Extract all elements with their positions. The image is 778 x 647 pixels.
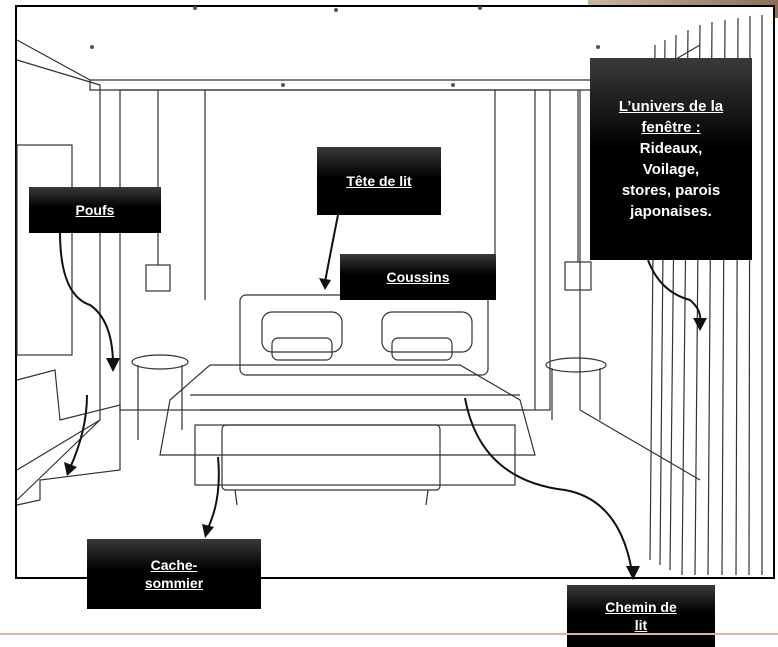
label-text: Coussins — [386, 269, 450, 285]
duvet — [159, 364, 536, 456]
label-text: Rideaux, — [639, 140, 703, 157]
arrow-chemin — [464, 397, 633, 573]
floor-left — [16, 419, 101, 501]
pillow-4 — [391, 337, 453, 361]
arrowhead-poufs-1 — [106, 358, 120, 372]
ceiling-lights — [90, 6, 600, 87]
nightstand-left-top — [131, 354, 189, 370]
pillow-3 — [271, 337, 333, 361]
headboard — [239, 294, 489, 376]
arrow-poufs-2 — [69, 394, 88, 469]
label-poufs: Poufs — [29, 187, 161, 233]
label-text: Tête de lit — [346, 173, 412, 189]
arrowhead-poufs-2 — [64, 462, 77, 476]
label-text: stores, parois — [621, 182, 721, 199]
label-text: L’univers de la — [618, 98, 724, 115]
arrowhead-chemin — [626, 566, 640, 580]
pendant-right — [564, 261, 592, 291]
label-tete-de-lit: Tête de lit — [317, 147, 441, 215]
label-cache-sommier: Cache- sommier — [87, 539, 261, 609]
arrowhead-fenetre — [693, 318, 707, 331]
arrow-fenetre — [647, 259, 702, 324]
bench — [221, 424, 441, 491]
bottom-divider — [0, 633, 778, 635]
ceiling-edge — [89, 80, 641, 91]
pillow-1 — [261, 311, 343, 353]
arrow-poufs-1 — [59, 231, 114, 363]
label-text: Cache- — [150, 557, 198, 573]
arrow-tete-de-lit — [324, 214, 339, 283]
label-chemin-de-lit: Chemin de lit — [567, 585, 715, 647]
bed-throw — [190, 394, 525, 411]
left-wall — [16, 59, 101, 471]
back-wall — [119, 89, 551, 411]
left-frame — [16, 144, 73, 356]
pillow-2 — [381, 311, 473, 353]
floor-right — [579, 409, 701, 481]
label-text: lit — [634, 617, 648, 633]
label-text: sommier — [144, 575, 204, 591]
label-coussins: Coussins — [340, 254, 496, 300]
armchair — [16, 369, 121, 506]
arrow-cache — [206, 456, 220, 531]
bench-leg-1 — [234, 489, 238, 506]
arrowhead-tete — [319, 278, 331, 290]
pendant-left — [145, 264, 171, 292]
label-text: Chemin de — [605, 599, 677, 615]
label-text: Voilage, — [642, 161, 700, 178]
bench-leg-2 — [425, 489, 429, 506]
nightstand-right-top — [545, 357, 607, 373]
label-text: fenêtre : — [641, 119, 701, 136]
label-text: japonaises. — [630, 203, 712, 220]
label-text: Poufs — [75, 202, 115, 218]
label-fenetre: L’univers de la fenêtre : Rideaux, Voila… — [590, 58, 752, 260]
arrowhead-cache — [202, 524, 214, 538]
